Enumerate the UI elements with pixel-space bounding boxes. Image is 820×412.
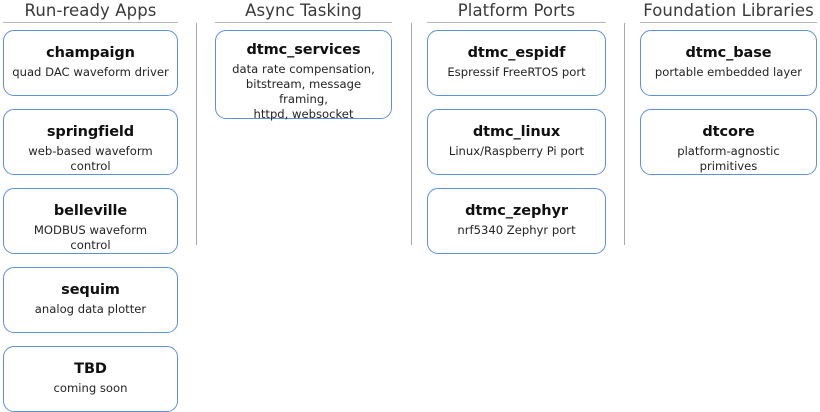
card-title: dtcore: [702, 124, 755, 140]
column-divider-2: [411, 23, 412, 245]
card-title: sequim: [61, 282, 120, 298]
card-description: coming soon: [53, 381, 128, 395]
card-description: Linux/Raspberry Pi port: [448, 144, 585, 158]
card-dtcore[interactable]: dtcore platform-agnostic primitives: [640, 109, 817, 175]
column-divider-3: [624, 23, 625, 245]
column-foundation-libraries: Foundation Libraries dtmc_base portable …: [640, 0, 817, 175]
card-tbd[interactable]: TBD coming soon: [3, 346, 178, 412]
column-divider-1: [196, 23, 197, 245]
card-title: belleville: [53, 203, 128, 219]
card-dtmc-base[interactable]: dtmc_base portable embedded layer: [640, 30, 817, 96]
card-title: dtmc_base: [685, 45, 772, 61]
card-title: dtmc_linux: [472, 124, 561, 140]
card-title: champaign: [46, 45, 135, 61]
card-description: analog data plotter: [34, 302, 147, 316]
column-header-platform-ports: Platform Ports: [457, 1, 576, 20]
card-dtmc-services[interactable]: dtmc_services data rate compensation, bi…: [215, 30, 392, 121]
card-dtmc-linux[interactable]: dtmc_linux Linux/Raspberry Pi port: [427, 109, 606, 175]
card-dtmc-espidf[interactable]: dtmc_espidf Espressif FreeRTOS port: [427, 30, 606, 96]
card-description: portable embedded layer: [654, 65, 803, 79]
column-header-rule: [3, 22, 178, 23]
card-title: dtmc_zephyr: [465, 203, 568, 219]
card-title: dtmc_services: [246, 42, 361, 58]
column-header-run-ready-apps: Run-ready Apps: [24, 1, 157, 20]
column-header-rule: [427, 22, 606, 23]
card-title: TBD: [74, 361, 107, 377]
card-sequim[interactable]: sequim analog data plotter: [3, 267, 178, 333]
card-dtmc-zephyr[interactable]: dtmc_zephyr nrf5340 Zephyr port: [427, 188, 606, 254]
column-header-rule: [215, 22, 392, 23]
card-description: platform-agnostic primitives: [677, 144, 780, 173]
card-description: data rate compensation, bitstream, messa…: [232, 62, 375, 121]
card-description: quad DAC waveform driver: [12, 65, 169, 79]
column-header-rule: [640, 22, 817, 23]
column-header-foundation-libraries: Foundation Libraries: [643, 1, 814, 20]
card-description: MODBUS waveform control: [33, 223, 148, 252]
column-async-tasking: Async Tasking dtmc_services data rate co…: [215, 0, 392, 121]
card-belleville[interactable]: belleville MODBUS waveform control: [3, 188, 178, 254]
card-title: springfield: [46, 124, 135, 140]
card-description: Espressif FreeRTOS port: [447, 65, 586, 79]
card-description: nrf5340 Zephyr port: [457, 223, 576, 237]
card-springfield[interactable]: springfield web-based waveform control: [3, 109, 178, 175]
column-run-ready-apps: Run-ready Apps champaign quad DAC wavefo…: [3, 0, 178, 412]
column-header-async-tasking: Async Tasking: [245, 1, 362, 20]
card-title: dtmc_espidf: [467, 45, 566, 61]
card-champaign[interactable]: champaign quad DAC waveform driver: [3, 30, 178, 96]
card-description: web-based waveform control: [28, 144, 153, 173]
column-platform-ports: Platform Ports dtmc_espidf Espressif Fre…: [427, 0, 606, 254]
